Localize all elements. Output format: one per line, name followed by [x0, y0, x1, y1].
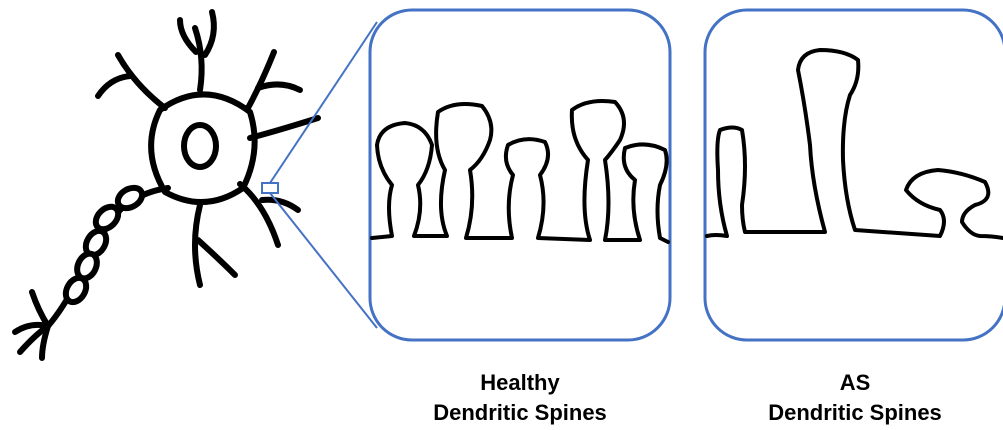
as-spines-panel: [705, 10, 1003, 340]
neuron-nucleus: [184, 125, 216, 167]
dendrite-right: [250, 118, 318, 138]
healthy-caption: Healthy Dendritic Spines: [370, 368, 670, 428]
as-caption: AS Dendritic Spines: [705, 368, 1003, 428]
healthy-panel-frame: [370, 10, 670, 340]
zoom-region-marker: [262, 183, 278, 193]
healthy-spines-panel: [370, 10, 670, 340]
dendrite-upper-right: [248, 52, 274, 108]
zoom-lines: [270, 22, 377, 328]
as-caption-line2: Dendritic Spines: [705, 398, 1003, 428]
healthy-caption-line2: Dendritic Spines: [370, 398, 670, 428]
dendrite-top: [195, 28, 202, 90]
neuron-illustration: [15, 12, 318, 358]
dendrite-upper-left: [118, 55, 165, 108]
as-caption-line1: AS: [705, 368, 1003, 398]
healthy-caption-line1: Healthy: [370, 368, 670, 398]
myelin-sheaths: [62, 184, 146, 306]
